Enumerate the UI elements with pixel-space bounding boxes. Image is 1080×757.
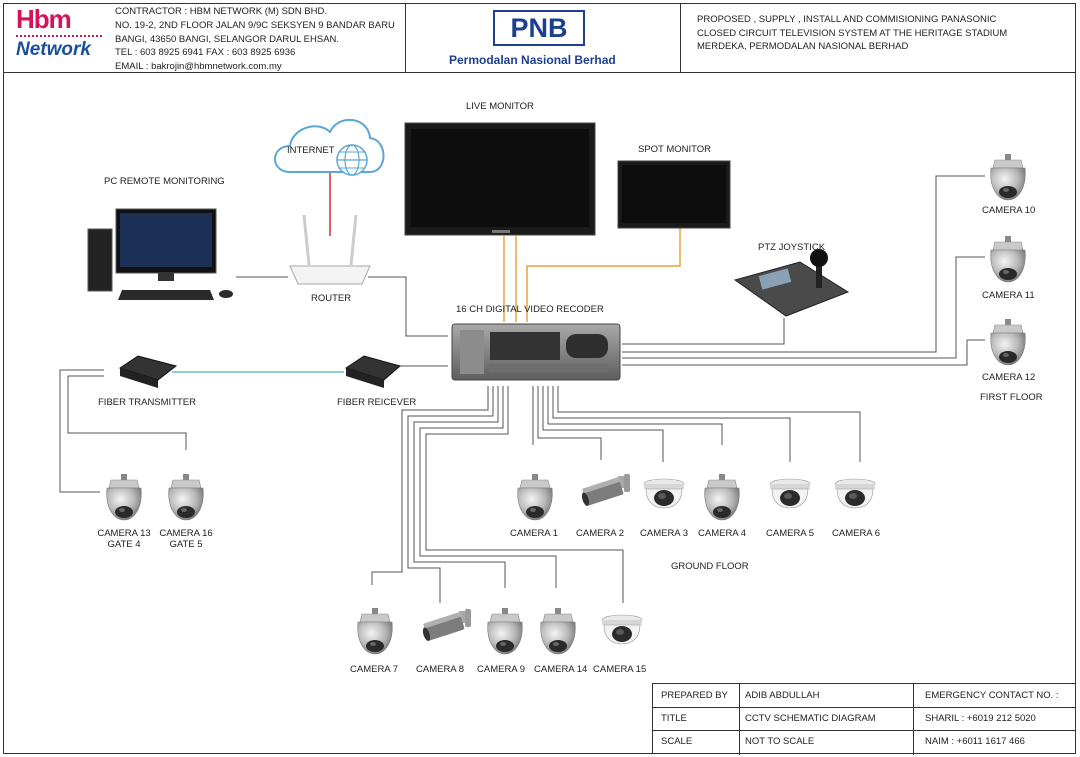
hbm-logo-sub: Network [16, 39, 91, 60]
dvr-label: 16 CH DIGITAL VIDEO RECODER [456, 304, 604, 315]
title-label: TITLE [661, 713, 687, 724]
gate-4-name: GATE 4 [107, 539, 141, 550]
camera-11-label: CAMERA 11 [982, 290, 1035, 301]
tb-col-line [739, 684, 740, 755]
project-line: CLOSED CIRCUIT TELEVISION SYSTEM AT THE … [697, 27, 1008, 39]
scale-value: NOT TO SCALE [745, 736, 815, 747]
header-divider [405, 3, 406, 73]
title-block: PREPARED BY ADIB ABDULLAH TITLE CCTV SCH… [652, 683, 1076, 755]
camera-11-icon [990, 235, 1026, 283]
camera-6-icon [834, 478, 876, 509]
camera-12-icon [990, 318, 1026, 366]
contractor-info: CONTRACTOR : HBM NETWORK (M) SDN BHD. NO… [115, 5, 395, 74]
camera-4-label: CAMERA 4 [698, 528, 747, 539]
camera-2-label: CAMERA 2 [576, 528, 625, 539]
router-device [289, 214, 371, 285]
scale-label: SCALE [661, 736, 693, 747]
title-value: CCTV SCHEMATIC DIAGRAM [745, 713, 876, 724]
camera-3-icon [643, 478, 685, 509]
first-floor-label: FIRST FLOOR [980, 392, 1043, 403]
camera-7-label: CAMERA 7 [350, 664, 399, 675]
header [3, 3, 1076, 73]
camera-5-label: CAMERA 5 [766, 528, 815, 539]
emergency-contact-label: EMERGENCY CONTACT NO. : [925, 690, 1059, 701]
camera-1-label: CAMERA 1 [510, 528, 559, 539]
camera-13-icon [106, 473, 142, 521]
project-title: PROPOSED , SUPPLY , INSTALL AND COMMISIO… [697, 13, 1007, 54]
router-label: ROUTER [311, 293, 352, 304]
tb-row-line [653, 707, 1076, 708]
live-monitor-device [404, 122, 596, 236]
pnb-logo: PNB [493, 10, 585, 46]
camera-1-icon [517, 473, 553, 521]
camera-15-icon [601, 614, 643, 645]
contractor-line: NO. 19-2, 2ND FLOOR JALAN 9/9C SEKSYEN 9… [115, 19, 395, 31]
ptz-joystick-device [733, 249, 850, 317]
ground-floor-label: GROUND FLOOR [671, 561, 749, 572]
camera-9-label: CAMERA 9 [477, 664, 526, 675]
monitor-cables [503, 228, 681, 322]
ptz-joystick-label: PTZ JOYSTICK [758, 242, 826, 253]
spot-monitor-device [617, 160, 731, 229]
fiber-receiver-label: FIBER REICEVER [337, 397, 417, 408]
camera-2-icon [579, 474, 630, 507]
project-line: MERDEKA, PERMODALAN NASIONAL BERHAD [697, 41, 909, 52]
camera-15-label: CAMERA 15 [593, 664, 647, 675]
camera-13-name: CAMERA 13 [97, 528, 151, 539]
camera-4-icon [704, 473, 740, 521]
contractor-line: BANGI, 43650 BANGI, SELANGOR DARUL EHSAN… [115, 33, 340, 45]
contractor-line: CONTRACTOR : HBM NETWORK (M) SDN BHD. [115, 6, 327, 17]
tb-col-line [913, 684, 914, 755]
camera-16-icon [168, 473, 204, 521]
camera-3-label: CAMERA 3 [640, 528, 689, 539]
hbm-logo-text: Hbm [16, 4, 72, 34]
internet-cloud-icon [274, 118, 385, 176]
camera-9-icon [487, 607, 523, 655]
hbm-logo: Hbm Network [16, 6, 108, 66]
project-line: PROPOSED , SUPPLY , INSTALL AND COMMISIO… [697, 14, 997, 25]
camera-8-icon [420, 609, 471, 642]
camera-10-label: CAMERA 10 [982, 205, 1036, 216]
camera-8-label: CAMERA 8 [416, 664, 465, 675]
camera-5-icon [769, 478, 811, 509]
camera-14-icon [540, 607, 576, 655]
pnb-logo-text: PNB [510, 13, 568, 43]
camera-6-label: CAMERA 6 [832, 528, 881, 539]
pc-device [87, 208, 233, 300]
fiber-receiver-device [344, 355, 402, 388]
fiber-transmitter-label: FIBER TRANSMITTER [98, 397, 196, 408]
fiber-transmitter-device [118, 355, 178, 388]
contact-sharil: SHARIL : +6019 212 5020 [925, 713, 1036, 724]
pc-remote-label: PC REMOTE MONITORING [104, 176, 225, 187]
gate-5-name: GATE 5 [169, 539, 203, 550]
internet-label: INTERNET [287, 145, 335, 156]
camera-13-label: CAMERA 13 GATE 4 [94, 528, 154, 550]
camera-16-label: CAMERA 16 GATE 5 [156, 528, 216, 550]
contractor-line: TEL : 603 8925 6941 FAX : 603 8925 6936 [115, 47, 296, 59]
dvr-device [451, 323, 621, 381]
header-divider [680, 3, 681, 73]
contact-naim: NAIM : +6011 1617 466 [925, 736, 1025, 747]
cables [59, 175, 985, 603]
spot-monitor-label: SPOT MONITOR [638, 144, 712, 155]
camera-10-icon [990, 153, 1026, 201]
live-monitor-label: LIVE MONITOR [466, 101, 534, 112]
tb-row-line [653, 730, 1076, 731]
prepared-by-value: ADIB ABDULLAH [745, 690, 820, 701]
camera-16-name: CAMERA 16 [159, 528, 213, 539]
camera-14-label: CAMERA 14 [534, 664, 588, 675]
contractor-line: EMAIL : bakrojin@hbmnetwork.com.my [115, 61, 282, 73]
prepared-by-label: PREPARED BY [661, 690, 728, 701]
client-name: Permodalan Nasional Berhad [449, 53, 616, 67]
camera-12-label: CAMERA 12 [982, 372, 1036, 383]
hbm-logo-rule [16, 35, 102, 39]
camera-7-icon [357, 607, 393, 655]
drawing-frame [3, 3, 1076, 754]
